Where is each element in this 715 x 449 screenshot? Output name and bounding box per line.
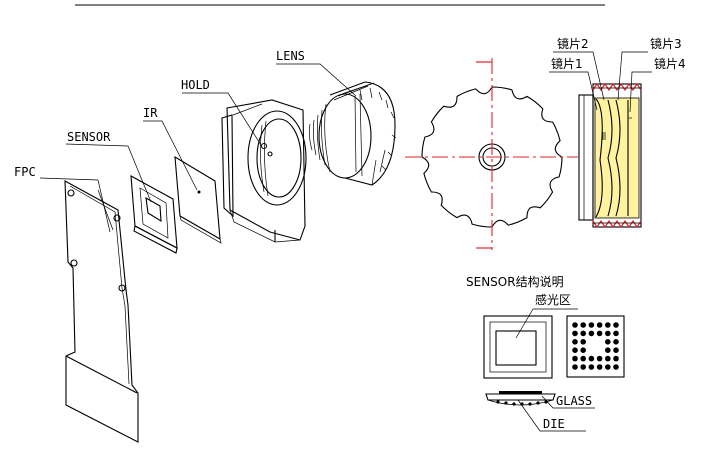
die-label: DIE xyxy=(543,417,565,431)
solder-ball xyxy=(588,322,595,328)
lens2-label: 镜片2 xyxy=(557,36,589,51)
solder-ball xyxy=(613,355,619,362)
solder-ball xyxy=(572,330,578,337)
solder-ball xyxy=(596,364,603,370)
solder-ball xyxy=(613,322,619,328)
lens3-leader xyxy=(617,51,648,101)
solder-ball xyxy=(572,347,578,354)
solder-ball xyxy=(605,355,611,362)
solder-ball xyxy=(613,347,619,354)
lens-label: LENS xyxy=(276,49,305,63)
solder-ball xyxy=(580,347,586,354)
lens4-label: 镜片4 xyxy=(654,56,686,71)
lens-cross-section xyxy=(578,82,642,229)
solder-ball xyxy=(580,322,586,328)
sensor-top-view xyxy=(483,315,553,379)
lens-barrel-part xyxy=(308,81,397,186)
solder-ball xyxy=(588,355,595,362)
solder-ball xyxy=(605,339,611,345)
solder-ball xyxy=(605,330,611,337)
lens3-label: 镜片3 xyxy=(650,36,682,51)
sensor-leader xyxy=(65,143,152,203)
lens-front-view xyxy=(405,58,578,250)
glass-label: GLASS xyxy=(556,394,592,408)
lens1-leader xyxy=(549,71,598,111)
ir-filter-part xyxy=(174,155,222,244)
thread-top xyxy=(592,82,642,92)
ir-leader xyxy=(143,120,198,191)
solder-ball xyxy=(572,322,578,328)
photosensitive-label: 感光区 xyxy=(535,292,571,307)
solder-ball xyxy=(572,355,578,362)
hold-label: HOLD xyxy=(181,78,210,92)
lens-leader xyxy=(276,63,357,97)
ir-label: IR xyxy=(143,106,158,120)
sensor-structure-title: SENSOR结构说明 xyxy=(466,274,564,289)
fpc-part xyxy=(64,180,139,443)
hold-leader xyxy=(182,92,262,146)
solder-ball xyxy=(588,364,595,370)
sensor-part xyxy=(130,175,178,254)
solder-ball xyxy=(580,339,586,345)
solder-ball xyxy=(572,339,578,345)
fpc-leader xyxy=(39,177,99,181)
solder-ball xyxy=(588,330,595,337)
lens4-leader xyxy=(629,71,652,113)
sensor-label: SENSOR xyxy=(67,130,111,144)
fpc-label: FPC xyxy=(14,165,36,179)
solder-ball xyxy=(580,330,586,337)
lens2-leader xyxy=(553,51,605,101)
lens1-label: 镜片1 xyxy=(551,56,583,71)
solder-ball xyxy=(613,339,619,345)
solder-ball xyxy=(613,364,619,370)
solder-ball xyxy=(596,330,603,337)
solder-ball xyxy=(572,364,578,370)
glass-leader xyxy=(541,395,595,409)
hold-part xyxy=(221,99,307,243)
solder-ball xyxy=(580,355,586,362)
solder-ball xyxy=(596,322,603,328)
solder-ball xyxy=(596,355,603,362)
solder-ball xyxy=(605,322,611,328)
thread-bottom xyxy=(592,219,642,229)
photosensitive-leader xyxy=(515,308,578,339)
solder-ball xyxy=(580,364,586,370)
solder-ball xyxy=(605,347,611,354)
solder-ball xyxy=(613,330,619,337)
die-leader xyxy=(517,399,586,432)
sensor-bottom-view xyxy=(566,315,625,378)
solder-ball xyxy=(605,364,611,370)
